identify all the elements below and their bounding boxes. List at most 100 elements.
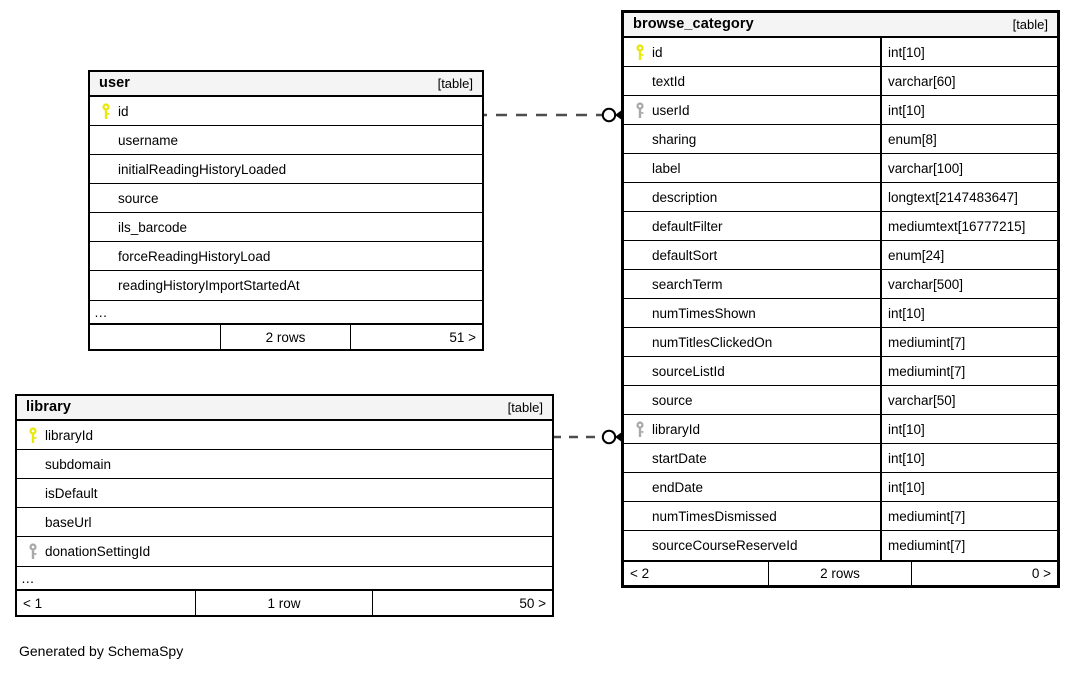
table-user-footer: 2 rows 51 > <box>90 324 482 349</box>
table-row[interactable]: endDate int[10] <box>624 473 1057 502</box>
column-type: int[10] <box>880 473 1057 501</box>
footer-next-count[interactable]: 51 > <box>449 329 476 345</box>
foreign-key-icon <box>23 543 43 560</box>
table-library-tag: [table] <box>507 399 543 415</box>
table-row[interactable]: libraryId int[10] <box>624 415 1057 444</box>
column-name: readingHistoryImportStartedAt <box>118 278 300 293</box>
column-name: libraryId <box>652 421 701 437</box>
column-name: source <box>118 190 159 206</box>
column-name: userId <box>652 102 690 118</box>
table-row[interactable]: readingHistoryImportStartedAt <box>90 271 482 300</box>
primary-key-icon <box>630 43 650 61</box>
column-type: mediumint[7] <box>880 357 1057 385</box>
table-row[interactable]: numTimesShown int[10] <box>624 299 1057 328</box>
column-cell: baseUrl <box>17 508 552 536</box>
table-row[interactable]: subdomain <box>17 450 552 479</box>
table-user[interactable]: user [table] id username initialReadingH… <box>88 70 484 351</box>
column-name: sourceCourseReserveId <box>652 538 798 553</box>
column-type: varchar[50] <box>880 386 1057 414</box>
table-row[interactable]: description longtext[2147483647] <box>624 183 1057 212</box>
column-name: defaultSort <box>652 247 718 263</box>
table-row[interactable]: userId int[10] <box>624 96 1057 125</box>
column-name: initialReadingHistoryLoaded <box>118 161 287 177</box>
table-row[interactable]: sourceListId mediumint[7] <box>624 357 1057 386</box>
column-name: numTimesShown <box>652 305 756 321</box>
table-row[interactable]: initialReadingHistoryLoaded <box>90 155 482 184</box>
column-cell: numTimesShown <box>624 299 880 327</box>
column-name: subdomain <box>45 456 112 472</box>
table-browse-category[interactable]: browse_category [table] id int[10] textI… <box>621 10 1060 588</box>
column-cell: numTimesDismissed <box>624 502 880 530</box>
column-name: donationSettingId <box>45 544 151 559</box>
column-name: textId <box>652 73 686 89</box>
relationship-library-to-browse-category <box>552 429 626 445</box>
table-user-header: user [table] <box>90 72 482 97</box>
footer-row-count: 2 rows <box>769 562 912 585</box>
column-name: numTimesDismissed <box>652 508 777 524</box>
table-row[interactable]: sharing enum[8] <box>624 125 1057 154</box>
column-type: mediumint[7] <box>880 531 1057 560</box>
column-name: id <box>118 103 129 119</box>
table-user-title: user <box>99 75 131 91</box>
footer-prev-count[interactable]: < 1 <box>17 591 197 615</box>
table-row[interactable]: numTimesDismissed mediumint[7] <box>624 502 1057 531</box>
column-type: enum[8] <box>880 125 1057 153</box>
table-row[interactable]: source varchar[50] <box>624 386 1057 415</box>
column-name: sourceListId <box>652 363 725 379</box>
table-row[interactable]: defaultFilter mediumtext[16777215] <box>624 212 1057 241</box>
column-name: isDefault <box>45 485 98 501</box>
table-row[interactable]: source <box>90 184 482 213</box>
table-row[interactable]: isDefault <box>17 479 552 508</box>
table-row[interactable]: donationSettingId <box>17 537 552 566</box>
table-row[interactable]: id <box>90 97 482 126</box>
column-name: endDate <box>652 479 704 495</box>
column-name: defaultFilter <box>652 218 723 234</box>
table-library-footer: < 1 1 row 50 > <box>17 590 552 615</box>
table-row[interactable]: textId varchar[60] <box>624 67 1057 96</box>
footer-next-count[interactable]: 50 > <box>519 595 546 611</box>
table-row[interactable]: forceReadingHistoryLoad <box>90 242 482 271</box>
column-cell: id <box>624 38 880 66</box>
more-columns-indicator: … <box>17 566 552 590</box>
table-library-header: library [table] <box>17 396 552 421</box>
column-type: mediumint[7] <box>880 328 1057 356</box>
footer-prev-count[interactable]: < 2 <box>624 562 770 585</box>
column-name: startDate <box>652 450 707 466</box>
table-browse-category-title: browse_category <box>633 16 754 32</box>
table-row[interactable]: defaultSort enum[24] <box>624 241 1057 270</box>
column-cell: libraryId <box>17 421 552 449</box>
table-library[interactable]: library [table] libraryId subdomain isDe… <box>15 394 554 617</box>
column-cell: source <box>624 386 880 414</box>
column-cell: description <box>624 183 880 211</box>
footer-prev-count[interactable] <box>90 325 222 349</box>
foreign-key-icon <box>630 420 650 438</box>
column-type: int[10] <box>880 38 1057 66</box>
column-cell: defaultSort <box>624 241 880 269</box>
table-row[interactable]: sourceCourseReserveId mediumint[7] <box>624 531 1057 560</box>
table-row[interactable]: libraryId <box>17 421 552 450</box>
column-cell: libraryId <box>624 415 880 443</box>
footer-next-count[interactable]: 0 > <box>1031 566 1051 581</box>
table-row[interactable]: baseUrl <box>17 508 552 537</box>
table-row[interactable]: ils_barcode <box>90 213 482 242</box>
primary-key-icon <box>96 102 116 120</box>
table-user-tag: [table] <box>437 75 473 91</box>
table-row[interactable]: searchTerm varchar[500] <box>624 270 1057 299</box>
column-cell: readingHistoryImportStartedAt <box>90 271 482 300</box>
column-name: id <box>652 44 663 60</box>
table-browse-category-tag: [table] <box>1012 16 1048 32</box>
column-cell: id <box>90 97 482 125</box>
table-browse-category-footer: < 2 2 rows 0 > <box>624 560 1057 585</box>
table-row[interactable]: id int[10] <box>624 38 1057 67</box>
table-row[interactable]: label varchar[100] <box>624 154 1057 183</box>
column-cell: userId <box>624 96 880 124</box>
table-row[interactable]: startDate int[10] <box>624 444 1057 473</box>
table-row[interactable]: username <box>90 126 482 155</box>
column-name: baseUrl <box>45 514 92 530</box>
table-library-title: library <box>26 399 72 415</box>
column-name: username <box>118 132 179 148</box>
column-cell: subdomain <box>17 450 552 478</box>
column-type: varchar[100] <box>880 154 1057 182</box>
table-row[interactable]: numTitlesClickedOn mediumint[7] <box>624 328 1057 357</box>
column-type: longtext[2147483647] <box>880 183 1057 211</box>
